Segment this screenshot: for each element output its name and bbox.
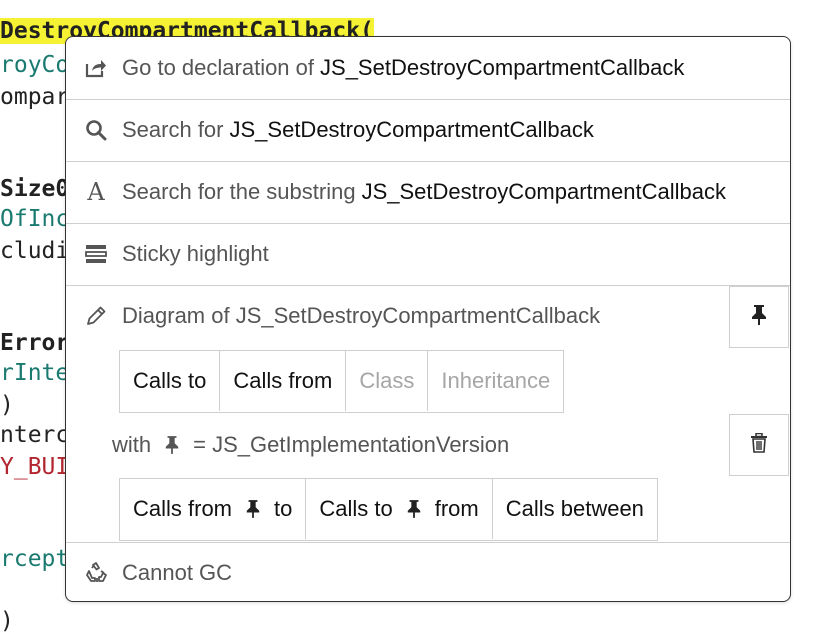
recycle-icon [84, 561, 108, 585]
tab-label: Calls to [319, 496, 393, 521]
code-line: ) [0, 608, 14, 634]
sticky-highlight-item[interactable]: Sticky highlight [66, 223, 790, 286]
cannot-gc-item: Cannot GC [66, 542, 790, 604]
pinned-with-line: with = JS_GetImplementationVersion [112, 414, 509, 476]
code-line: ) [0, 392, 14, 418]
with-label: with [112, 432, 152, 457]
pin-button[interactable] [729, 286, 789, 348]
tab-class: Class [346, 351, 429, 411]
item-label: Search for [122, 117, 224, 142]
code-line: ompar [0, 84, 70, 110]
pencil-icon [84, 304, 108, 328]
symbol-name: JS_SetDestroyCompartmentCallback [320, 55, 685, 80]
tab-label: Calls from [133, 496, 233, 521]
tab-calls-to[interactable]: Calls to [120, 351, 221, 411]
pin-icon [405, 498, 423, 520]
code-line: cludi [0, 238, 70, 264]
code-line: Error [0, 330, 70, 356]
code-line: royCo [0, 52, 70, 78]
share-arrow-icon [84, 56, 108, 80]
diagram-item[interactable]: Diagram of JS_SetDestroyCompartmentCallb… [66, 286, 728, 346]
tab-inheritance: Inheritance [428, 351, 564, 411]
code-line: Y_BUI [0, 454, 70, 480]
search-substring-item[interactable]: A Search for the substring JS_SetDestroy… [66, 161, 790, 224]
item-label: Cannot GC [122, 560, 233, 585]
trash-icon [750, 432, 768, 458]
tab-calls-between[interactable]: Calls between [492, 479, 657, 539]
code-line: OfInc [0, 206, 70, 232]
pin-icon [750, 304, 768, 331]
item-label: Search for the substring [122, 179, 356, 204]
magnifier-icon [84, 118, 108, 142]
code-line: rInte [0, 360, 70, 386]
remove-pin-button[interactable] [729, 414, 789, 476]
symbol-name: JS_SetDestroyCompartmentCallback [229, 117, 594, 142]
item-label: Go to declaration of [122, 55, 315, 80]
search-for-item[interactable]: Search for JS_SetDestroyCompartmentCallb… [66, 99, 790, 162]
tab-label: from [434, 496, 479, 521]
pinned-symbol: = JS_GetImplementationVersion [193, 432, 510, 457]
code-line: rcept [0, 546, 70, 572]
code-text: DestroyCompartmentCallback( [0, 18, 374, 44]
code-line: nterc [0, 422, 70, 448]
pin-relation-tabs: Calls from to Calls to from Calls betwee… [119, 478, 658, 541]
item-label: Sticky highlight [122, 241, 269, 266]
diagram-section: Diagram of JS_SetDestroyCompartmentCallb… [66, 286, 790, 543]
tab-calls-from-pin[interactable]: Calls from to [120, 479, 307, 539]
pin-icon [163, 434, 181, 456]
diagram-type-tabs: Calls to Calls from Class Inheritance [119, 350, 565, 413]
code-line: Size0 [0, 176, 70, 202]
code-line: DestroyCompartmentCallback( [0, 16, 374, 46]
highlight-lines-icon [84, 242, 108, 266]
context-menu: Go to declaration of JS_SetDestroyCompar… [65, 36, 791, 602]
tab-label: to [274, 496, 293, 521]
symbol-name: JS_SetDestroyCompartmentCallback [361, 179, 726, 204]
tab-calls-to-pin[interactable]: Calls to from [306, 479, 493, 539]
serif-a-icon: A [87, 178, 105, 206]
item-label: Diagram of JS_SetDestroyCompartmentCallb… [122, 303, 601, 328]
pin-icon [244, 498, 262, 520]
go-to-declaration-item[interactable]: Go to declaration of JS_SetDestroyCompar… [66, 37, 790, 100]
tab-calls-from[interactable]: Calls from [220, 351, 347, 411]
